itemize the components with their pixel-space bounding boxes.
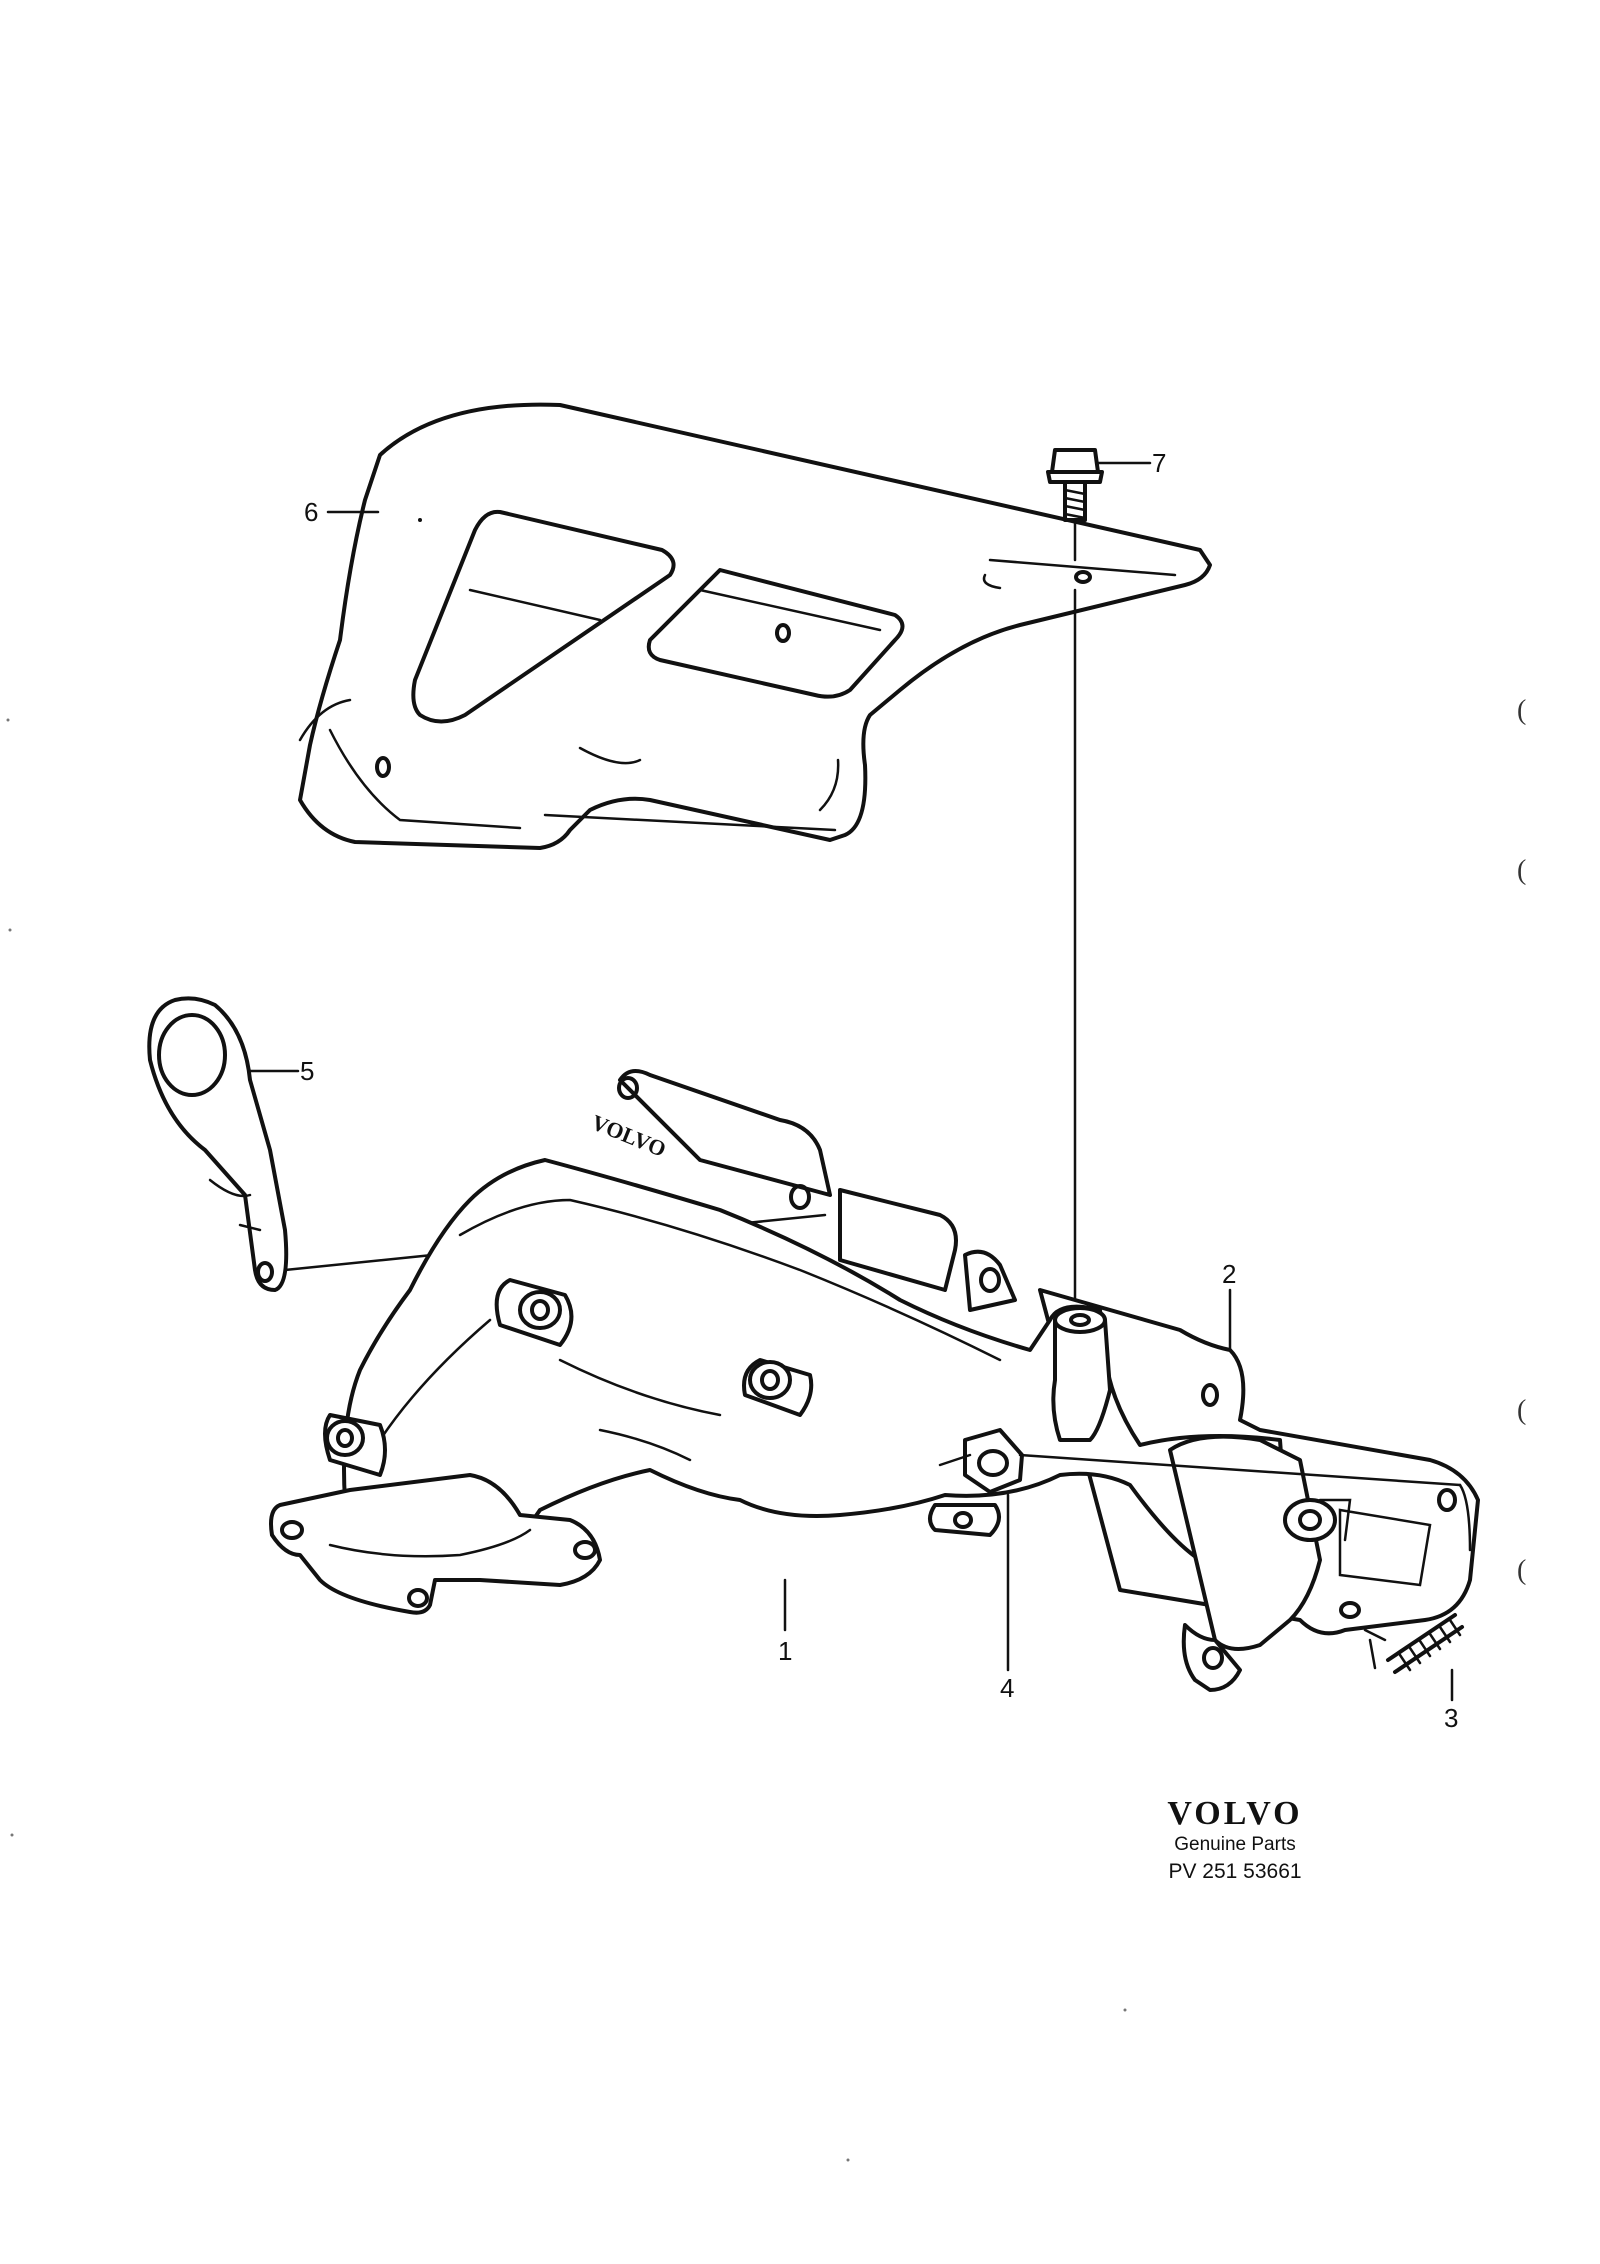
margin-mark: ( [1517, 695, 1527, 726]
flange-bolt-part-7 [1046, 448, 1104, 562]
callout-6: 6 [304, 497, 318, 527]
exhaust-manifold-part-1: VOLVO [269, 1069, 1352, 1692]
callouts: 1 2 3 4 5 6 7 [248, 448, 1458, 1733]
callout-5: 5 [300, 1056, 314, 1086]
margin-mark: ( [1517, 1395, 1527, 1426]
stud-part-3 [1363, 1613, 1464, 1674]
heat-shield-part-6 [298, 402, 1212, 850]
volvo-logo: VOLVO [1167, 1795, 1303, 1832]
genuine-parts-label: Genuine Parts [1174, 1834, 1296, 1855]
margin-mark: ( [1517, 1555, 1527, 1586]
flange-nut-part-4 [938, 1428, 1024, 1494]
nut-alignment-line [1018, 1453, 1462, 1487]
callout-1: 1 [778, 1636, 792, 1666]
callout-2: 2 [1222, 1259, 1236, 1289]
lifting-bracket-part-5 [147, 996, 289, 1292]
part-number: PV 251 53661 [1168, 1860, 1302, 1883]
brand-block: VOLVO Genuine Parts PV 251 53661 [1125, 1795, 1345, 1885]
callout-7: 7 [1152, 448, 1166, 478]
callout-3: 3 [1444, 1703, 1458, 1733]
callout-4: 4 [1000, 1673, 1014, 1703]
margin-mark: ( [1517, 855, 1527, 886]
